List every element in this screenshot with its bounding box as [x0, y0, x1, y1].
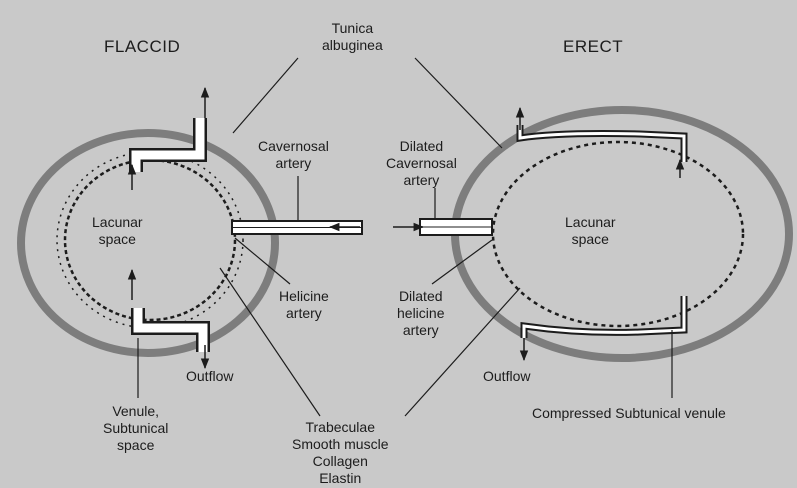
erect-tunica-albuginea-ring [455, 110, 789, 358]
flaccid-title: FLACCID [104, 37, 180, 57]
tunica-leader-right [415, 58, 502, 148]
compressed-subtunical-venule-label: Compressed Subtunical venule [532, 405, 726, 422]
helicine-artery-leader [235, 238, 290, 284]
erect-title: ERECT [563, 37, 623, 57]
flaccid-tunica-albuginea-ring [21, 133, 275, 353]
erect-outflow-label: Outflow [483, 368, 530, 385]
flaccid-trabeculae-border-outer [57, 152, 243, 328]
flaccid-outflow-label: Outflow [186, 368, 233, 385]
flaccid-upper-venule [136, 118, 200, 172]
tunica-leader-left [233, 58, 298, 133]
erect-trabeculae-border [493, 142, 743, 326]
flaccid-trabeculae-border [65, 160, 235, 320]
